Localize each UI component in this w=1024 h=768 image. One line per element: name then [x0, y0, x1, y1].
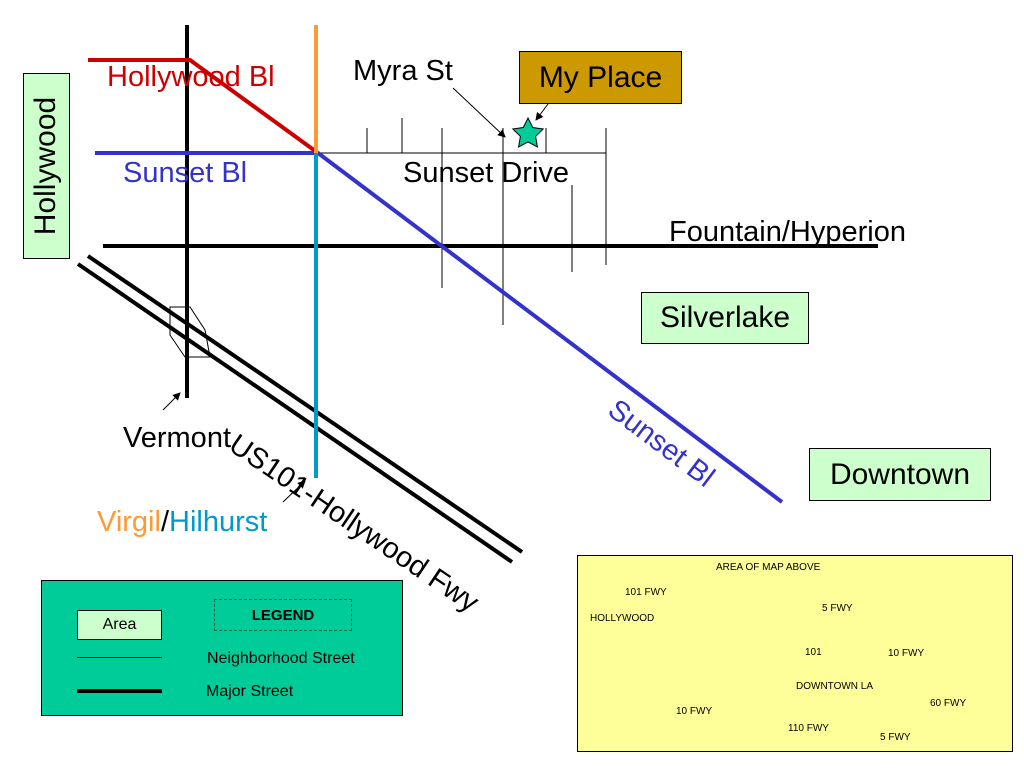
vermont-label: Vermont — [123, 422, 231, 454]
inset-10-fwy-right: 10 FWY — [888, 648, 925, 659]
inset-5-fwy-top: 5 FWY — [822, 603, 853, 614]
legend-neighborhood-label: Neighborhood Street — [207, 650, 355, 667]
myra-st-label: Myra St — [353, 55, 453, 87]
region-hollywood: Hollywood — [23, 73, 70, 259]
legend-area-label: Area — [102, 616, 137, 633]
region-hollywood-label: Hollywood — [29, 96, 63, 236]
inset-101-mid: 101 — [805, 647, 822, 658]
myra-st-arrow — [452, 87, 506, 138]
inset-5-fwy-bottom: 5 FWY — [880, 732, 911, 743]
inset-hollywood: HOLLYWOOD — [590, 613, 655, 624]
region-downtown-label: Downtown — [829, 457, 971, 491]
inset-110-fwy: 110 FWY — [788, 723, 829, 734]
sunset-bl-west-label: Sunset Bl — [123, 157, 248, 189]
virgil-label: Virgil — [97, 506, 161, 538]
vermont-arrow — [162, 392, 181, 411]
pointer-arrows — [162, 87, 549, 503]
neighborhood-streets — [318, 118, 607, 325]
inset-map — [577, 555, 1013, 752]
star-icon[interactable] — [511, 116, 545, 148]
inset-101-fwy-top: 101 FWY — [625, 587, 667, 598]
legend-area-sample: Area — [77, 610, 162, 640]
region-silverlake-label: Silverlake — [659, 301, 791, 334]
inset-downtown-la: DOWNTOWN LA — [796, 681, 874, 692]
region-silverlake: Silverlake — [641, 292, 809, 344]
legend-major-label: Major Street — [206, 683, 294, 700]
virgil-hilhurst-label: Virgil/Hilhurst — [97, 508, 267, 537]
major-streets — [103, 25, 878, 398]
fountain-hyperion-label: Fountain/Hyperion — [669, 216, 906, 248]
us101-freeway — [76, 254, 524, 564]
legend-neighborhood-line — [77, 657, 162, 658]
legend-title-box: LEGEND — [214, 599, 352, 631]
hollywood-bl-street — [88, 58, 320, 155]
sunset-drive-label: Sunset Drive — [403, 157, 570, 189]
hollywood-bl-label: Hollywood Bl — [107, 61, 275, 93]
legend-major-line — [77, 689, 162, 693]
my-place-arrow — [535, 103, 549, 121]
legend-title: LEGEND — [251, 606, 315, 624]
hilhurst-arrow — [282, 480, 306, 503]
hilhurst-label: Hilhurst — [169, 506, 268, 538]
sunset-bl-street-east — [316, 151, 784, 504]
slash-label: / — [160, 506, 169, 538]
inset-area-label: AREA OF MAP ABOVE — [716, 562, 821, 573]
my-place-label: My Place — [538, 60, 663, 94]
inset-60-fwy: 60 FWY — [930, 698, 967, 709]
inset-10-fwy-left: 10 FWY — [676, 706, 713, 717]
region-downtown: Downtown — [809, 448, 991, 501]
legend-panel: Area LEGEND Neighborhood Street Major St… — [41, 580, 403, 716]
my-place-callout[interactable]: My Place — [519, 51, 682, 104]
